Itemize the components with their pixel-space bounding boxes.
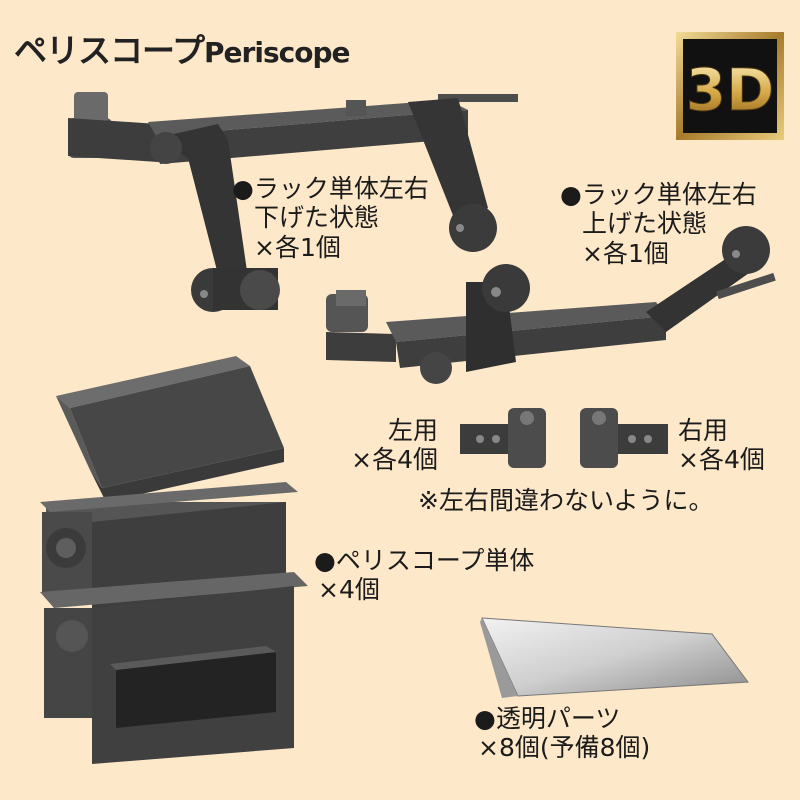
caption-line: 上げた状態 [582,209,708,239]
clear-parts-caption: ●透明パーツ ×8個(予備8個) [474,704,650,763]
caption-line: ×8個(予備8個) [478,733,651,763]
title-jp: ペリスコープ [14,31,205,70]
caption-line: ●ラック単体左右 [232,174,429,203]
caption-line: ●ペリスコープ単体 [314,546,535,575]
rack-lowered-caption: ●ラック単体左右 下げた状態 ×各1個 [232,174,429,262]
periscope-single-caption: ●ペリスコープ単体 ×4個 [314,546,534,605]
caption-line: ×各1個 [582,238,669,268]
caption-line: ●透明パーツ [474,704,621,733]
title-en: Periscope [204,36,350,69]
caption-line: ×各1個 [254,232,341,262]
rack-lowered-image [68,92,518,312]
caption-line: ×各4個 [678,445,765,475]
caption-line: ●ラック単体左右 [560,180,757,209]
caption-line: ×各4個 [351,445,439,475]
orientation-note: ※左右間違わないように。 [418,486,714,515]
caption-line: 右用 [678,416,729,445]
clear-part-image [480,617,749,698]
left-part-caption: 左用 ×各4個 [348,416,438,475]
rack-raised-image [326,226,776,384]
periscope-body-image [40,356,308,764]
right-bracket-image [580,408,668,468]
left-bracket-image [460,408,546,468]
caption-line: ×4個 [318,575,380,605]
rack-raised-caption: ●ラック単体左右 上げた状態 ×各1個 [560,180,757,268]
3d-badge: 3D [676,32,784,140]
badge-text: 3D [686,56,775,124]
right-part-caption: 右用 ×各4個 [678,416,765,475]
caption-line: 下げた状態 [254,203,380,233]
caption-line: 左用 [388,416,439,445]
page-title: ペリスコープPeriscope [14,24,350,72]
